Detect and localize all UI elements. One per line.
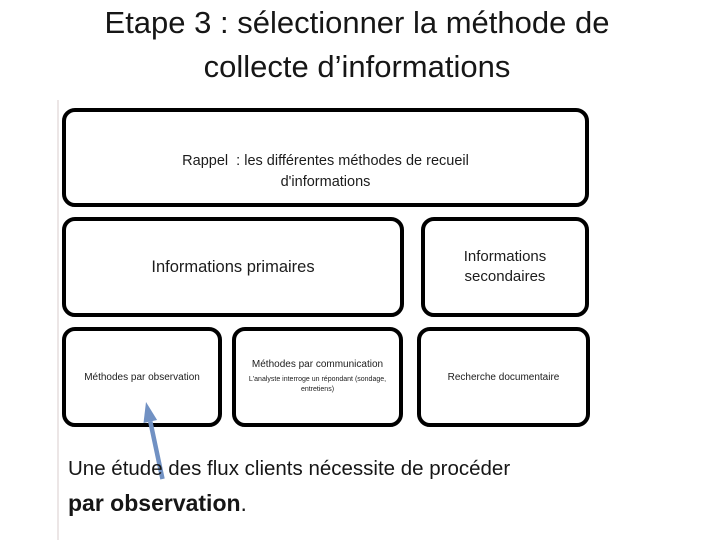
slide-title: Etape 3 : sélectionner la méthode de col… (104, 5, 610, 85)
documentary-research-label: Recherche documentaire (447, 371, 560, 383)
conclusion-text: Une étude des flux clients nécessite de … (68, 452, 668, 521)
rappel-box: Rappel : les différentes méthodes de rec… (62, 108, 589, 207)
conclusion-period: . (240, 490, 247, 516)
communication-method-subtitle: L'analyste interroge un répondant (sonda… (248, 375, 387, 394)
communication-method-box: Méthodes par communication L'analyste in… (232, 327, 403, 427)
placeholder-edge-line (57, 100, 59, 540)
primary-information-box: Informations primaires (62, 217, 404, 317)
conclusion-bold-phrase: par observation (68, 490, 241, 516)
conclusion-line1: Une étude des flux clients nécessite de … (68, 457, 511, 480)
secondary-information-box: Informations secondaires (421, 217, 589, 317)
observation-method-box: Méthodes par observation (62, 327, 222, 427)
observation-method-label: Méthodes par observation (84, 371, 200, 383)
documentary-research-box: Recherche documentaire (417, 327, 590, 427)
rappel-box-label: Rappel : les différentes méthodes de rec… (182, 153, 469, 190)
primary-information-label: Informations primaires (151, 257, 315, 276)
communication-method-label: Méthodes par communication (251, 358, 384, 370)
conclusion-line2: par observation. (68, 485, 668, 521)
secondary-information-label: Informations secondaires (463, 247, 547, 285)
